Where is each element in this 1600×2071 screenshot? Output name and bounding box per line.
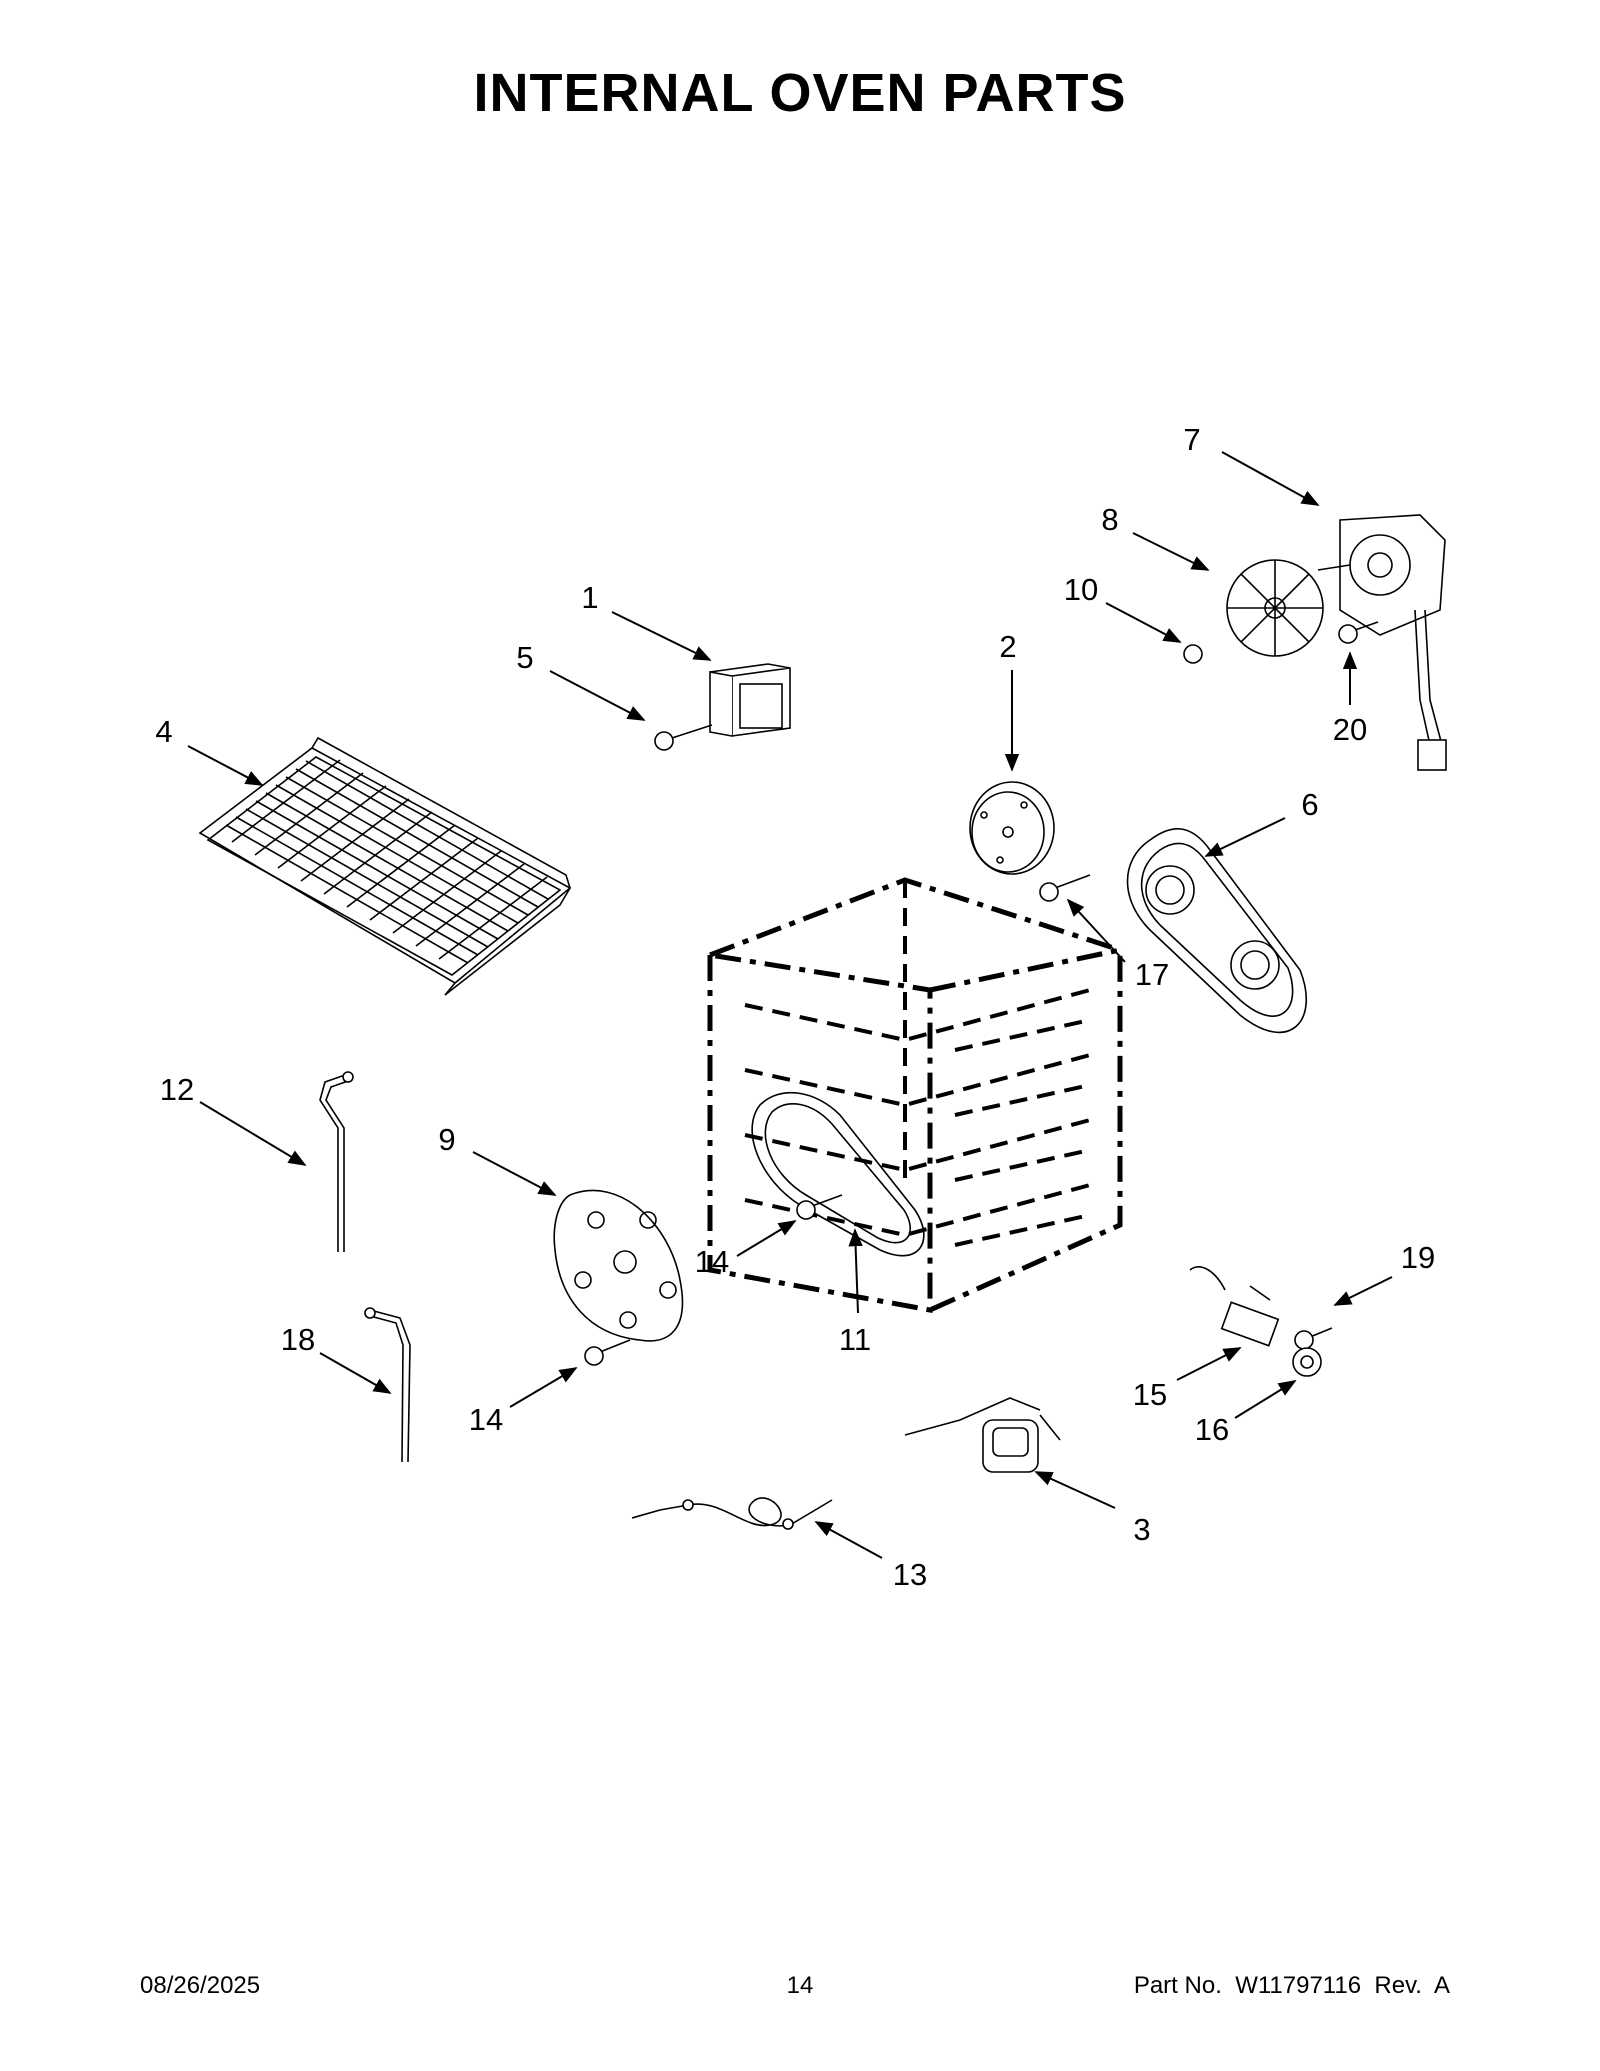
callout-11: 11	[839, 1322, 871, 1357]
round-cover	[969, 781, 1055, 875]
callout-13: 13	[893, 1557, 927, 1592]
callout-4: 4	[155, 714, 172, 749]
mounting-bracket	[709, 663, 791, 737]
screw-part-14-upper	[796, 1194, 843, 1220]
temperature-sensor	[319, 1071, 354, 1252]
part-number: Part No. W11797116 Rev. A	[1133, 1972, 1450, 1999]
screw-part-5	[654, 724, 713, 751]
callout-6: 6	[1301, 787, 1318, 822]
page-number: 14	[786, 1972, 814, 1999]
callout-3: 3	[1133, 1512, 1150, 1547]
rear-plate	[553, 1189, 684, 1342]
oven-rack	[198, 736, 572, 996]
page-title: INTERNAL OVEN PARTS	[473, 63, 1127, 123]
bake-element	[751, 1091, 925, 1257]
screw-part-14-lower	[584, 1339, 631, 1366]
callout-19: 19	[1401, 1240, 1435, 1275]
callout-16: 16	[1195, 1412, 1229, 1447]
callout-20: 20	[1333, 712, 1367, 747]
callout-15: 15	[1133, 1377, 1167, 1412]
callout-18: 18	[281, 1322, 315, 1357]
footer-date: 08/26/2025	[140, 1972, 261, 1999]
callout-9: 9	[438, 1122, 455, 1157]
callout-12: 12	[160, 1072, 194, 1107]
callout-14-lower: 14	[469, 1402, 503, 1437]
oven-sensor	[364, 1307, 411, 1463]
fan-blade	[1226, 559, 1324, 657]
callout-17: 17	[1135, 957, 1169, 992]
convection-fan-cover	[1126, 827, 1308, 1034]
sensor-housing	[1189, 1266, 1280, 1347]
callout-labels: 7 8 10 20 1 5 2 4 6 17 12 9 14 11 19 15 …	[155, 422, 1435, 1592]
callout-1: 1	[581, 580, 598, 615]
callout-2: 2	[999, 629, 1016, 664]
callout-5: 5	[516, 640, 533, 675]
screw-part-17	[1039, 874, 1091, 902]
convection-motor	[1317, 514, 1447, 771]
callout-7: 7	[1183, 422, 1200, 457]
screw-part-20	[1338, 621, 1379, 644]
callout-14-upper: 14	[695, 1244, 729, 1279]
oven-cavity	[707, 877, 1123, 1313]
leader-lines	[187, 451, 1393, 1559]
callout-10: 10	[1064, 572, 1098, 607]
meat-probe	[631, 1497, 833, 1530]
screw-part-19	[1294, 1327, 1333, 1350]
nut-part-16	[1292, 1347, 1322, 1377]
nut-part-10	[1183, 644, 1203, 664]
callout-8: 8	[1101, 502, 1118, 537]
thermostat	[904, 1397, 1061, 1473]
